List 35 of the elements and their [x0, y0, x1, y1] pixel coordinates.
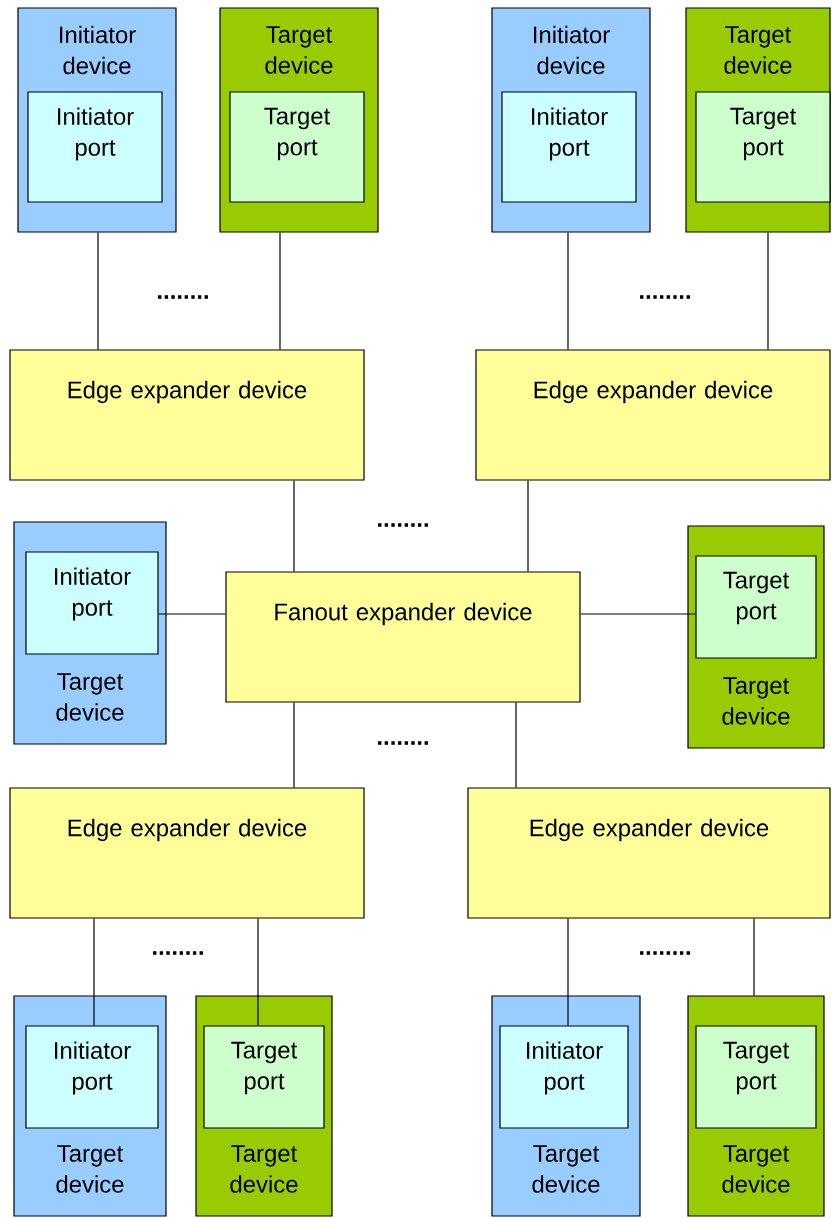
port-box: Initiator port — [25, 1025, 159, 1129]
ellipsis-dots: ........ — [378, 523, 428, 527]
connector-line — [515, 702, 517, 788]
connector-line — [767, 232, 769, 350]
expander-box: Edge expander device — [467, 787, 831, 919]
port-box: Initiator port — [27, 91, 163, 203]
port-box: Target port — [203, 1025, 325, 1129]
port-box: Initiator port — [499, 1025, 629, 1129]
connector-line — [257, 918, 259, 1026]
connector-line — [567, 918, 569, 1026]
port-box: Initiator port — [501, 91, 637, 203]
connector-line — [293, 480, 295, 572]
port-box: Target port — [695, 91, 831, 203]
connector-line — [93, 918, 95, 1026]
port-box: Initiator port — [25, 551, 159, 655]
ellipsis-dots: ........ — [378, 741, 428, 745]
expander-box: Edge expander device — [9, 349, 365, 481]
port-box: Target port — [695, 555, 817, 659]
connector-line — [293, 702, 295, 788]
connector-line — [580, 613, 696, 615]
ellipsis-dots: ........ — [153, 951, 203, 955]
ellipsis-dots: ........ — [158, 295, 208, 299]
connector-line — [567, 232, 569, 350]
expander-box: Edge expander device — [475, 349, 831, 481]
port-box: Target port — [695, 1025, 817, 1129]
ellipsis-dots: ........ — [640, 295, 690, 299]
port-box: Target port — [229, 91, 365, 203]
ellipsis-dots: ........ — [640, 951, 690, 955]
connector-line — [527, 480, 529, 572]
connector-line — [97, 232, 99, 350]
connector-line — [753, 918, 755, 996]
expander-box: Edge expander device — [9, 787, 365, 919]
connector-line — [158, 613, 226, 615]
expander-box: Fanout expander device — [225, 571, 581, 703]
connector-line — [279, 232, 281, 350]
